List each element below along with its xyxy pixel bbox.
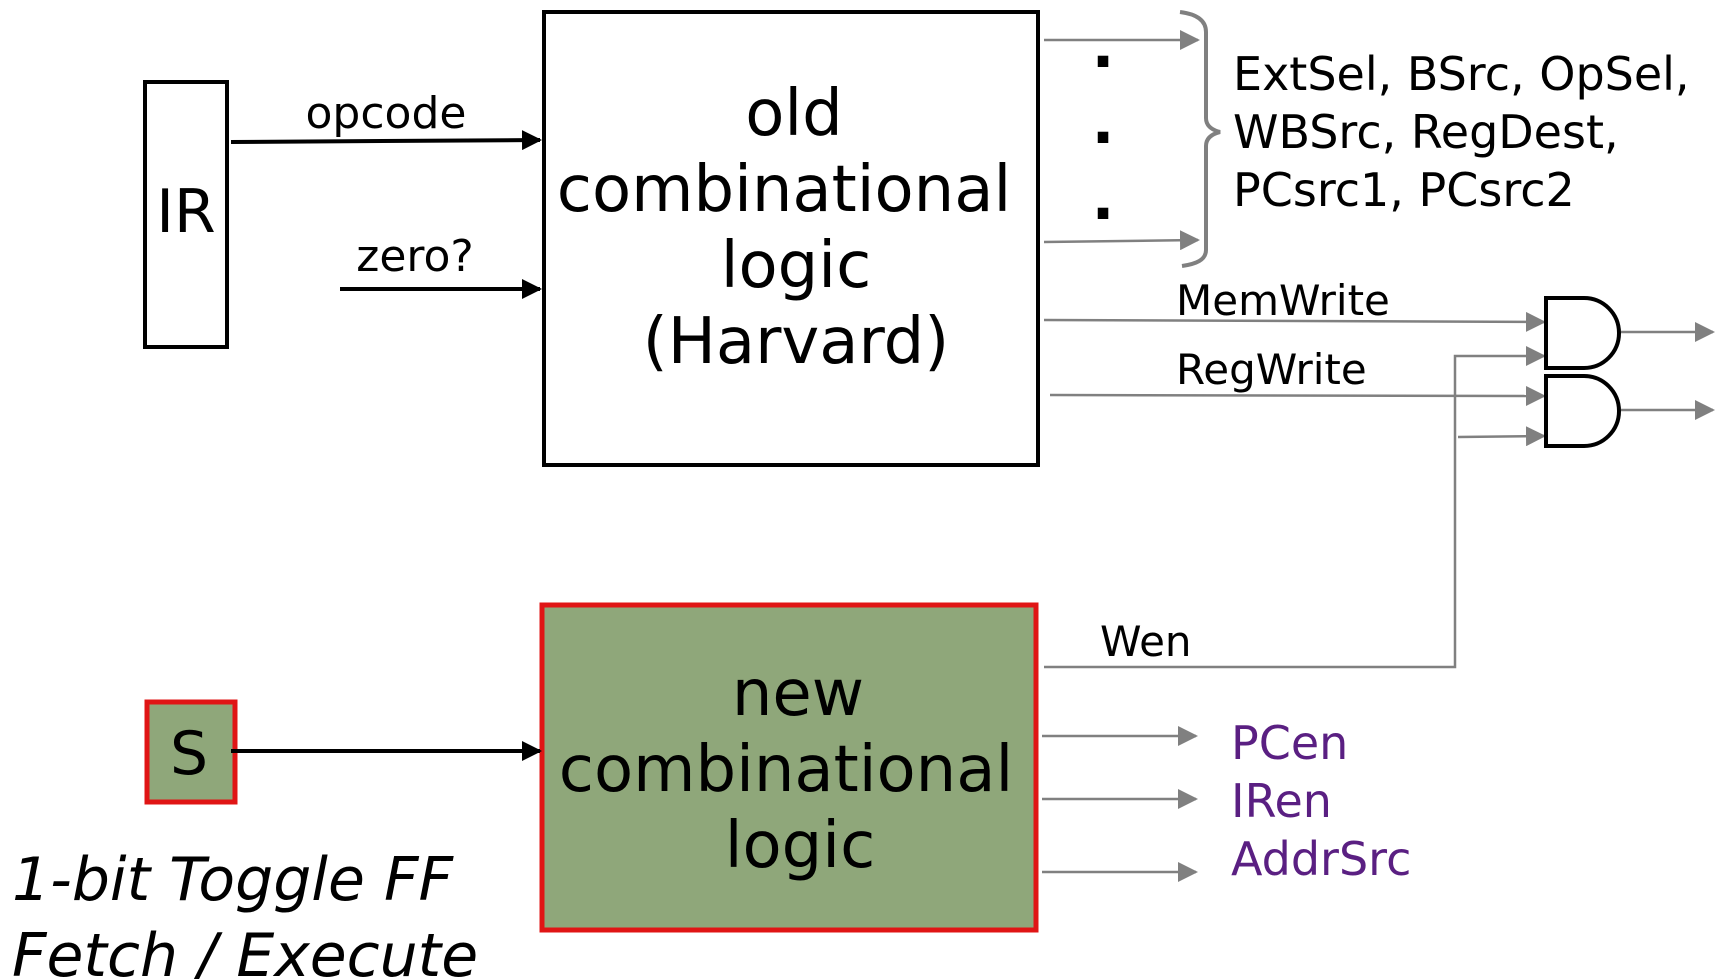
old-logic-line-2: combinational [557,153,1011,227]
outputs-line-1: ExtSel, BSrc, OpSel, [1233,47,1690,101]
wen-wire-branch [1457,426,1546,447]
and-gate-regwrite [1544,374,1621,448]
old-logic-block [542,10,1040,467]
outputs-line-2: WBSrc, RegDest, [1233,105,1619,159]
opcode-label: opcode [306,88,467,139]
memwrite-wire [1043,311,1546,332]
ir-register [143,80,229,349]
new-logic-line-2: combinational [559,733,1013,807]
ir-label: IR [156,177,215,247]
regwrite-wire [1049,385,1546,406]
output-dot-1: · [1092,27,1115,97]
regwrite-label: RegWrite [1176,345,1367,394]
new-logic-block [539,602,1039,933]
old-logic-line-3: logic [721,229,872,303]
pcen-label: PCen [1231,716,1348,770]
old-logic-line-1: old [745,77,843,151]
output-dot-2: · [1092,103,1115,173]
addrsrc-label: AddrSrc [1231,832,1411,886]
iren-label: IRen [1231,774,1332,828]
opcode-wire [230,130,542,151]
new-logic-line-1: new [732,657,864,731]
old-logic-line-4: (Harvard) [643,305,950,379]
state-ff [144,699,238,805]
outputs-brace [1179,10,1221,268]
output-wire-bottom [1043,230,1200,251]
and-gate-memwrite [1544,296,1621,370]
output-dot-3: · [1092,179,1115,249]
new-logic-line-3: logic [725,809,876,883]
wen-wire [1044,346,1546,669]
memwrite-label: MemWrite [1176,276,1390,325]
state-label: S [170,719,208,789]
caption-line-1: 1-bit Toggle FF [12,845,454,915]
wen-label: Wen [1100,617,1192,666]
outputs-line-3: PCsrc1, PCsrc2 [1233,163,1575,217]
zero-label: zero? [356,231,474,282]
caption-line-2: Fetch / Execute [12,921,478,979]
